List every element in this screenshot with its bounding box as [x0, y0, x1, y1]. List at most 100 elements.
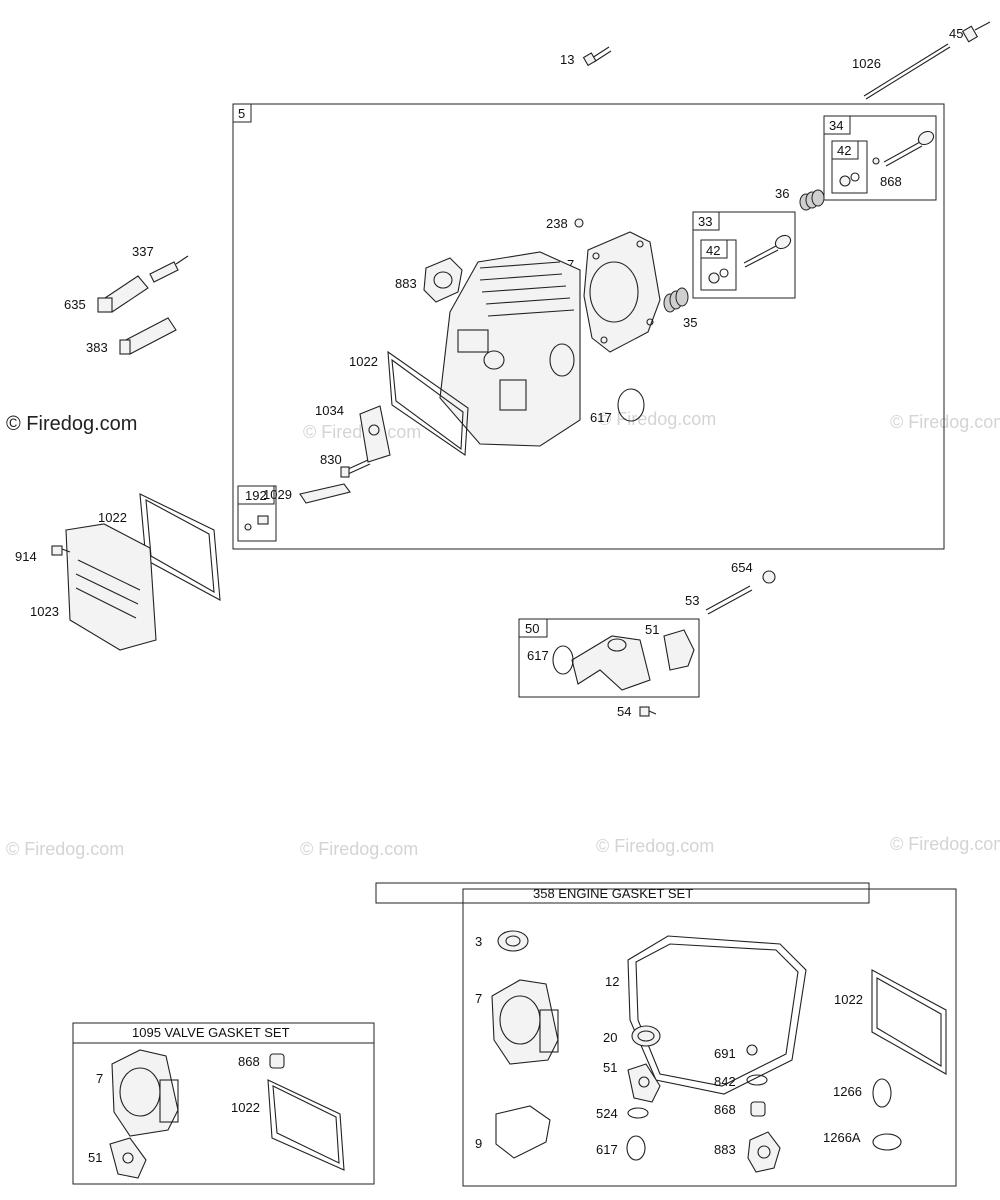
assembly-192-label: 192 [245, 488, 267, 503]
label-45: 45 [949, 26, 963, 41]
part-691[interactable] [746, 1044, 758, 1056]
watermark-main: © Firedog.com [6, 413, 137, 435]
watermark-faint: © Firedog.com [890, 834, 1000, 854]
watermark-faint: © Firedog.com [300, 839, 418, 859]
ignition-coil-383[interactable] [119, 317, 177, 355]
label-3: 3 [475, 934, 482, 949]
part-868b[interactable] [750, 1101, 766, 1117]
label-238: 238 [546, 216, 568, 231]
cover-gasket-1022c[interactable] [871, 969, 947, 1075]
label-36: 36 [775, 186, 789, 201]
label-842: 842 [714, 1074, 736, 1089]
label-1029: 1029 [263, 487, 292, 502]
valve-gasket-set-title: 1095 VALVE GASKET SET [132, 1025, 290, 1040]
part-868c[interactable] [269, 1053, 285, 1069]
head-gasket-7[interactable] [583, 231, 661, 353]
gasket-883[interactable] [423, 257, 463, 303]
valve-frame-33 [692, 211, 796, 299]
oring-842[interactable] [746, 1074, 768, 1086]
breather-gasket-1029[interactable] [299, 483, 351, 504]
watermark-faint: © Firedog.com [6, 839, 124, 859]
crankcase-gasket-12[interactable] [627, 935, 807, 1095]
cylinder-head-body[interactable] [439, 251, 581, 447]
label-617b: 617 [527, 648, 549, 663]
label-20: 20 [603, 1030, 617, 1045]
oil-seal-3[interactable] [497, 930, 529, 952]
label-914: 914 [15, 549, 37, 564]
cylinder-head-frame [232, 103, 945, 550]
label-883a: 883 [395, 276, 417, 291]
head-gasket-7b[interactable] [491, 979, 559, 1065]
seal-20[interactable] [631, 1025, 661, 1047]
watermark-group: © Firedog.com © Firedog.com © Firedog.co… [6, 409, 1000, 859]
assembly-42b-label: 42 [706, 243, 720, 258]
assembly-42-label: 42 [837, 143, 851, 158]
cover-gasket-1022b[interactable] [139, 493, 221, 601]
bolt-13[interactable] [582, 46, 612, 67]
oring-1266a[interactable] [872, 1133, 902, 1151]
pushrod-end-45[interactable] [961, 21, 991, 43]
oring-617a[interactable] [617, 388, 645, 422]
watermark-faint: © Firedog.com [596, 836, 714, 856]
valve-spring-36[interactable] [799, 189, 825, 211]
cover-gasket-1022d[interactable] [267, 1079, 345, 1171]
assembly-5-label: 5 [238, 106, 245, 121]
oring-1266[interactable] [872, 1078, 892, 1108]
pushrod-1026[interactable] [863, 43, 951, 100]
label-51c: 51 [88, 1150, 102, 1165]
label-35: 35 [683, 315, 697, 330]
gasket-883b[interactable] [747, 1131, 781, 1173]
label-1026: 1026 [852, 56, 881, 71]
label-691: 691 [714, 1046, 736, 1061]
screw-830[interactable] [340, 459, 371, 478]
label-337: 337 [132, 244, 154, 259]
gasket-51c[interactable] [109, 1137, 147, 1179]
cover-gasket-1022a[interactable] [387, 350, 469, 457]
breather-kit-part[interactable] [244, 515, 269, 531]
spark-plug-337[interactable] [149, 255, 189, 283]
nut-654[interactable] [762, 570, 776, 584]
label-12: 12 [605, 974, 619, 989]
assembly-33-label: 33 [698, 214, 712, 229]
intake-valve-part[interactable] [708, 233, 793, 284]
head-gasket-7c[interactable] [111, 1049, 179, 1137]
label-9: 9 [475, 1136, 482, 1151]
intake-manifold-part[interactable] [552, 629, 695, 691]
oring-524[interactable] [627, 1107, 649, 1119]
label-13: 13 [560, 52, 574, 67]
screw-54[interactable] [639, 706, 657, 717]
label-7a: 7 [567, 257, 574, 272]
valve-cover-1023[interactable] [65, 523, 157, 651]
screw-914[interactable] [51, 545, 71, 556]
label-1022c: 1022 [834, 992, 863, 1007]
label-524: 524 [596, 1106, 618, 1121]
oring-617c[interactable] [626, 1135, 646, 1161]
assembly-34-label: 34 [829, 118, 843, 133]
label-830: 830 [320, 452, 342, 467]
label-635: 635 [64, 297, 86, 312]
label-51a: 51 [645, 622, 659, 637]
manifold-frame-50 [518, 618, 700, 698]
gasket-set-title-frame [375, 882, 870, 904]
label-1266a: 1266A [823, 1130, 861, 1145]
watermark-faint: © Firedog.com [598, 409, 716, 429]
label-868c: 868 [238, 1054, 260, 1069]
stud-53[interactable] [705, 585, 753, 615]
gasket-51b[interactable] [627, 1063, 661, 1103]
label-883b: 883 [714, 1142, 736, 1157]
watermark-faint: © Firedog.com [303, 422, 421, 442]
spark-plug-boot-635[interactable] [97, 275, 149, 313]
label-617c: 617 [596, 1142, 618, 1157]
label-1023: 1023 [30, 604, 59, 619]
engine-gasket-set-title: 358 ENGINE GASKET SET [533, 886, 693, 901]
valve-spring-35[interactable] [663, 287, 689, 313]
nut-238[interactable] [574, 218, 584, 228]
label-868a: 868 [880, 174, 902, 189]
label-1266: 1266 [833, 1084, 862, 1099]
exhaust-valve-part[interactable] [839, 129, 936, 187]
label-1022b: 1022 [98, 510, 127, 525]
label-53: 53 [685, 593, 699, 608]
breather-1034[interactable] [359, 405, 391, 463]
gasket-9[interactable] [495, 1105, 551, 1159]
